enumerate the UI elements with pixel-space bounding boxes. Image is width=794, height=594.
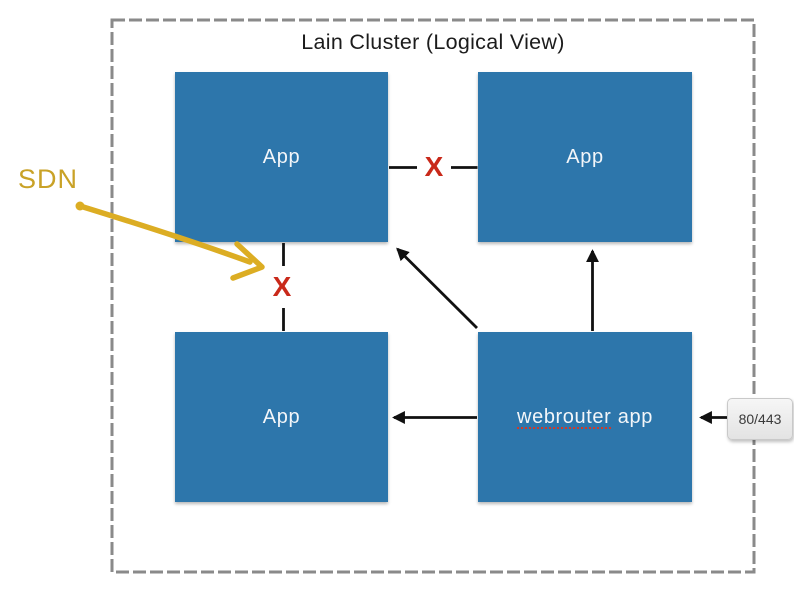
webrouter-word-underlined: webrouter xyxy=(517,405,612,428)
node-app-top-left: App xyxy=(175,72,388,242)
node-app-top-right: App xyxy=(478,72,692,242)
node-app-bottom-left: App xyxy=(175,332,388,502)
node-app-bottom-left-label: App xyxy=(262,405,301,428)
webrouter-word-suffix: app xyxy=(617,405,653,428)
node-app-top-left-label: App xyxy=(262,145,301,168)
node-app-top-right-label: App xyxy=(566,145,604,168)
